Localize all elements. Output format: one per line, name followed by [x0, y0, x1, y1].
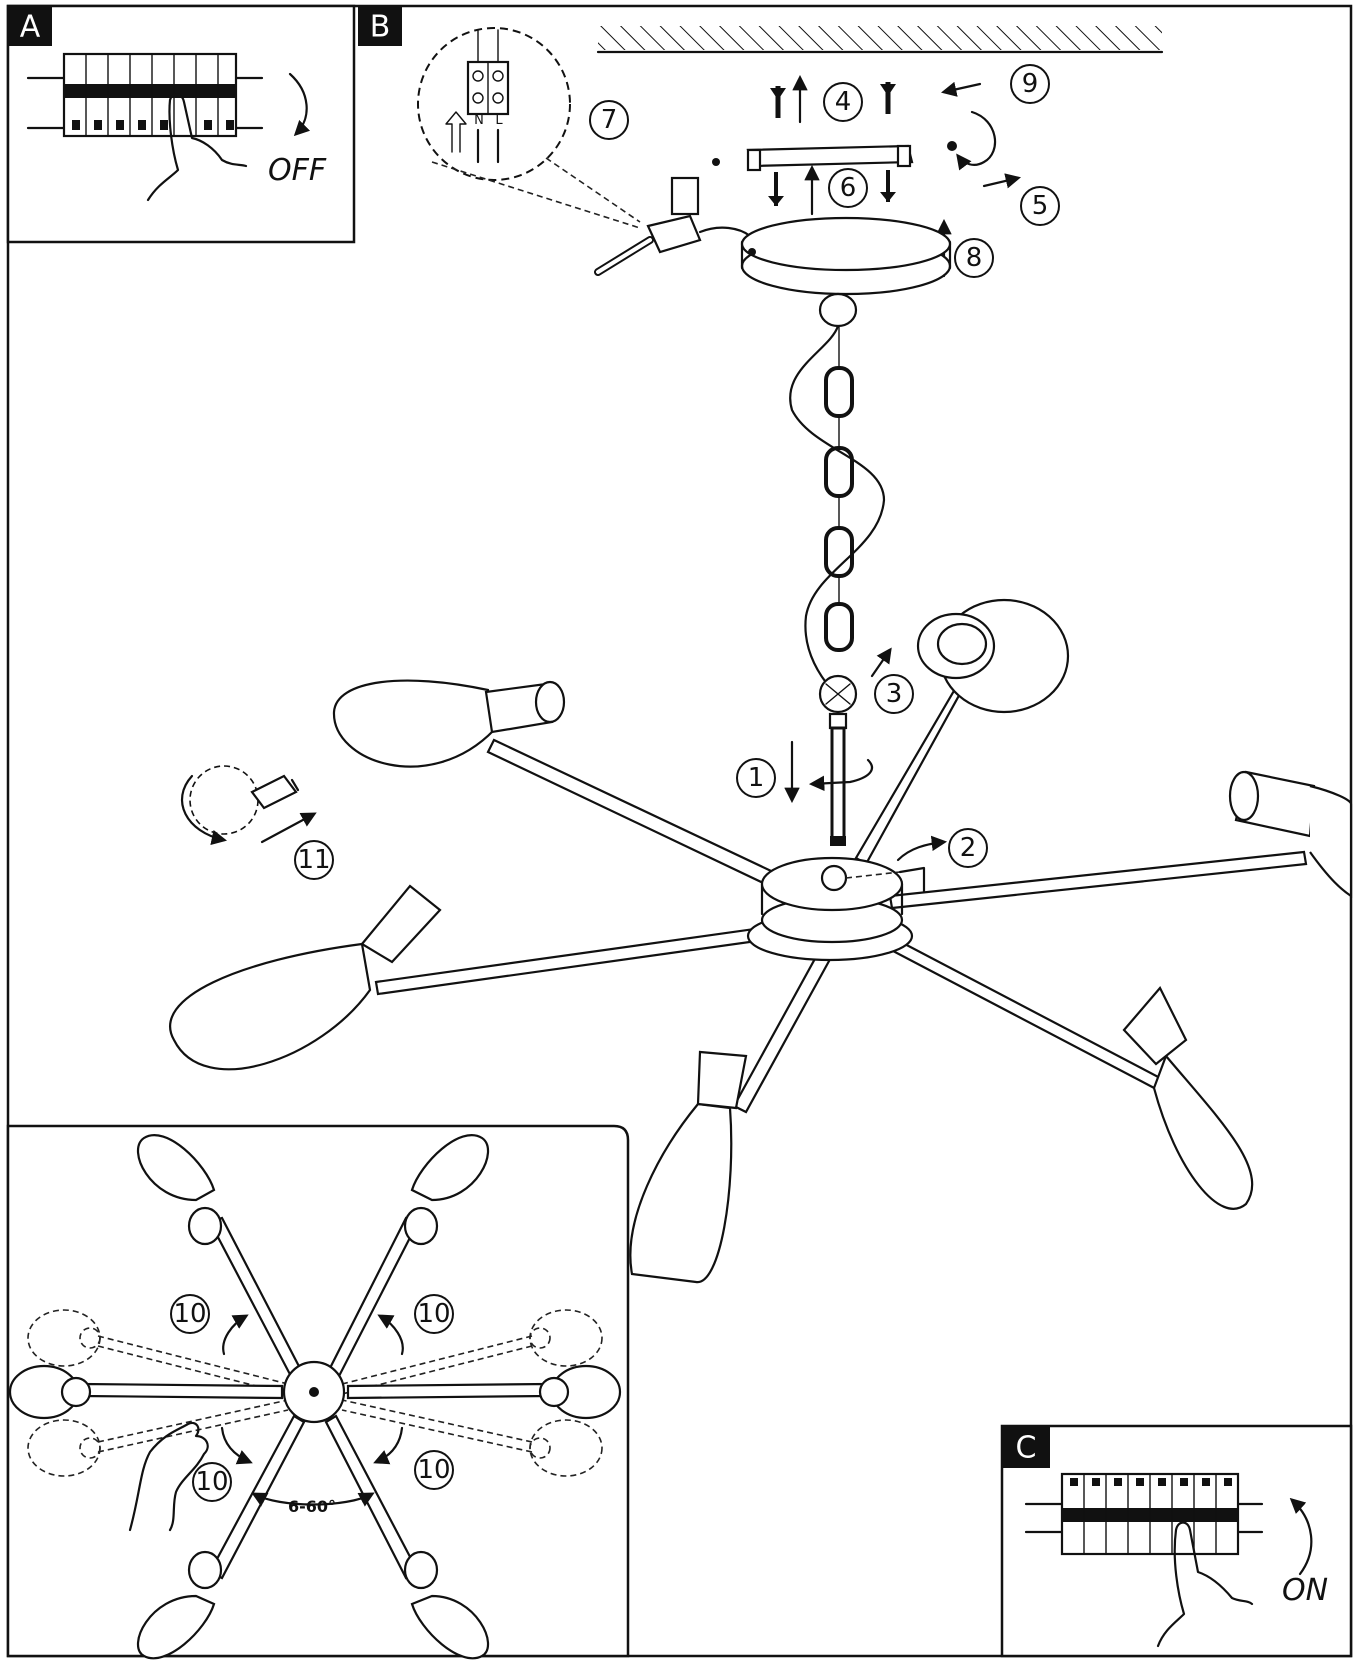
left-arrow-icon [940, 81, 982, 97]
step-10-label: 10 [173, 1299, 206, 1329]
neutral-terminal-label: N [474, 113, 484, 128]
lamp-shade [169, 942, 372, 1071]
step-10-label: 10 [195, 1467, 228, 1497]
screw-icon [712, 158, 720, 166]
lamp-holder [187, 1206, 223, 1246]
insert-arrow-icon [260, 812, 317, 844]
step-4-label: 4 [835, 87, 852, 117]
panel-b-tag-box [358, 6, 402, 46]
lamp-shade [332, 679, 496, 768]
lamp-shades [169, 598, 1353, 1284]
lamp-shade [629, 1102, 733, 1284]
panel-a: A OFF [6, 4, 356, 244]
right-arrow-icon [982, 173, 1021, 189]
switch-up-arrow-icon [1289, 1497, 1313, 1576]
ceiling-hatching [596, 26, 1164, 54]
lamp-shade [1152, 1053, 1254, 1210]
rotate-arrow-icon [222, 1314, 249, 1356]
wall-plug-icon [770, 88, 786, 100]
circuit-breaker-panel-off-icon [26, 52, 264, 138]
lamp-holder [403, 1550, 439, 1590]
lamp-holder [696, 1050, 748, 1110]
rotate-arrow-icon [181, 774, 228, 845]
step-7-label: 7 [601, 105, 618, 135]
switch-down-arrow-icon [288, 72, 311, 137]
mounting-bracket [746, 82, 957, 206]
panel-c-tag-box [1002, 1426, 1050, 1468]
panel-a-state-label: OFF [268, 153, 327, 188]
twist-arrow-icon [808, 758, 874, 792]
arm-adjustment-inset: 6-60° 10 10 10 10 [6, 1124, 630, 1660]
earth-wire-arrow-icon [445, 111, 467, 153]
lamp-shade [1309, 784, 1353, 899]
rotate-arrow-icon [373, 1426, 404, 1465]
bulb-insertion [181, 765, 317, 845]
step-8-label: 8 [966, 243, 983, 273]
rotate-arrow-icon [956, 110, 997, 171]
threaded-rod [830, 726, 846, 842]
step-5-label: 5 [1032, 191, 1049, 221]
arm-angle-label: 6-60° [288, 1497, 336, 1516]
circuit-breaker-panel-on-icon [1024, 1472, 1264, 1556]
hand-switching-on-icon [1156, 1521, 1254, 1648]
lamp-shade [410, 1134, 490, 1202]
screw-icon [947, 141, 957, 151]
panel-c: C ON [1000, 1424, 1353, 1658]
canopy-hook [818, 292, 858, 328]
live-terminal-label: L [495, 113, 503, 128]
lamp-shade [136, 1594, 216, 1660]
hand-icon [128, 1421, 209, 1532]
suspension-chain [789, 324, 886, 846]
step-markers-b: 4 6 9 5 8 7 3 1 2 11 [294, 64, 1060, 880]
set-screw-icon [898, 866, 926, 894]
lamp-holder [538, 1376, 570, 1408]
wiring-detail-callout: N L [417, 27, 641, 229]
panel-a-tag: A [20, 10, 41, 45]
rotate-arrow-icon [377, 1314, 404, 1356]
step-10-label: 10 [417, 1299, 450, 1329]
bulb-icon [189, 765, 259, 835]
power-cable [789, 324, 886, 692]
lamp-holder [360, 884, 442, 964]
step-1-label: 1 [748, 763, 765, 793]
panel-c-state-label: ON [1282, 1573, 1328, 1608]
hand-switching-off-icon [146, 93, 248, 202]
step-6-label: 6 [840, 173, 857, 203]
chandelier-hub [746, 856, 926, 962]
screw-icon [768, 196, 784, 206]
panel-c-tag: C [1016, 1431, 1037, 1466]
connector-block-icon [594, 158, 752, 276]
up-right-arrow-icon [870, 647, 892, 678]
right-arrow-icon [896, 835, 948, 862]
rotate-arrow-icon [220, 1426, 253, 1465]
angle-arc-icon [251, 1492, 375, 1507]
step-11-label: 11 [297, 845, 330, 875]
wall-plug-icon [880, 84, 896, 96]
step-9-label: 9 [1022, 69, 1039, 99]
lamp-holder [60, 1376, 92, 1408]
screw-icon [880, 192, 896, 202]
panel-a-tag-box [8, 6, 52, 46]
ceiling-canopy [740, 216, 952, 328]
lamp-holder [936, 622, 988, 666]
lamp-shade [136, 1134, 216, 1202]
lamp-holder [1122, 986, 1188, 1066]
step-10-label: 10 [417, 1455, 450, 1485]
step-3-label: 3 [886, 679, 903, 709]
step-2-label: 2 [960, 833, 977, 863]
lamp-shade [410, 1594, 489, 1660]
panel-b: B N L [169, 6, 1353, 1284]
lamp-holder [187, 1550, 223, 1590]
panel-b-tag: B [370, 10, 391, 45]
lamp-holder [403, 1206, 439, 1246]
